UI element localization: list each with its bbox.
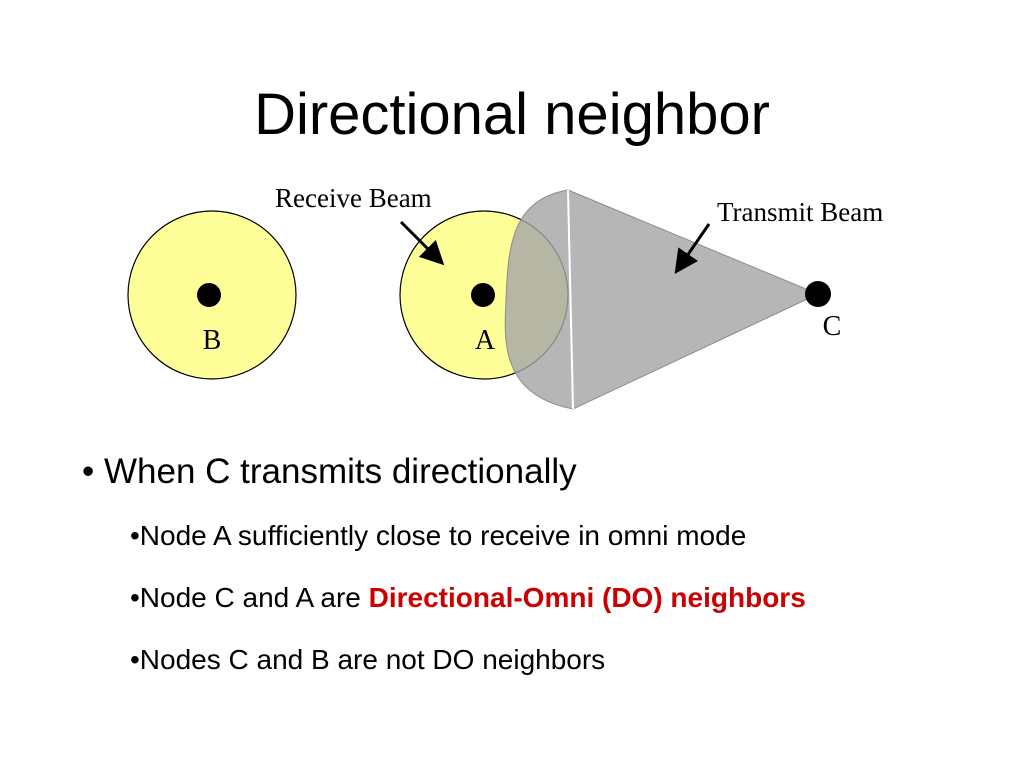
bullet-sub-1: •Node A sufficiently close to receive in… [130, 520, 747, 551]
node-b-label: B [203, 325, 222, 356]
do-neighbors-emphasis: Directional-Omni (DO) neighbors [368, 582, 806, 613]
transmit-beam-label: Transmit Beam [717, 197, 883, 227]
node-a-label: A [475, 325, 496, 356]
receive-beam-label: Receive Beam [275, 183, 432, 213]
node-b-dot [197, 283, 221, 307]
node-c-label: C [823, 311, 842, 342]
receive-beam-arrow [399, 220, 445, 266]
bullet-sub-2-prefix: •Node C and A are [130, 582, 369, 613]
bullet-sub-2: •Node C and A are Directional-Omni (DO) … [130, 582, 806, 614]
node-a-dot [471, 283, 495, 307]
bullet-main: • When C transmits directionally [82, 452, 577, 491]
transmit-beam-cone [504, 189, 820, 410]
bullet-sub-3: •Nodes C and B are not DO neighbors [130, 644, 606, 675]
transmit-beam-divider [567, 189, 574, 410]
transmit-beam-arrow [674, 223, 711, 274]
slide-title: Directional neighbor [254, 82, 770, 147]
node-c-dot [805, 281, 831, 307]
